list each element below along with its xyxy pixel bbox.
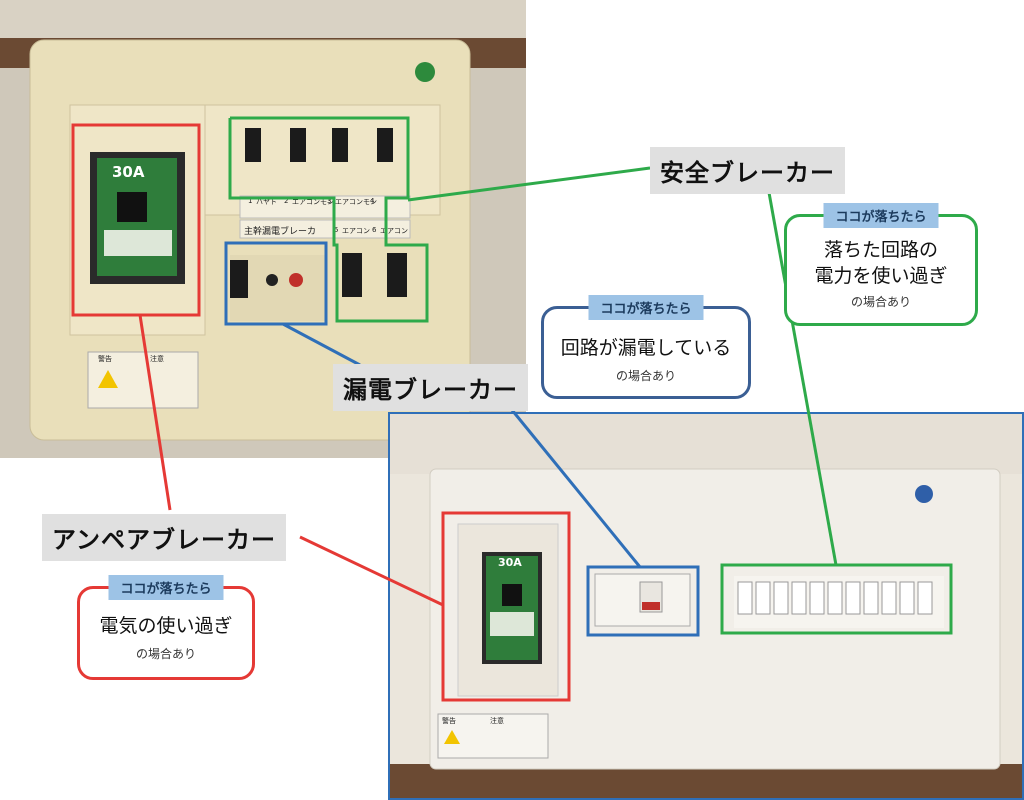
ampere-box-bottom: [441, 511, 571, 702]
circuit-num-2: 2: [284, 197, 289, 205]
safety-line-bottom: [766, 186, 838, 566]
ampere-box-top: [71, 123, 201, 317]
leakage-callout: ココが落ちたら 回路が漏電している の場合あり: [541, 295, 751, 399]
circuit-num-6: 6: [372, 226, 377, 234]
ampere-line-top: [138, 314, 172, 511]
leakage-callout-sub: の場合あり: [615, 369, 676, 383]
leakage-box-top: [224, 241, 328, 326]
circuit-name-1: ハヤト: [256, 198, 277, 206]
circuit-num-3: 3: [327, 197, 332, 205]
circuit-name-2: エアコンモン: [292, 198, 334, 206]
leakage-box-bottom: [586, 565, 700, 637]
circuit-name-6: エアコン: [380, 227, 408, 235]
safety-callout-tag: ココが落ちたら: [823, 203, 939, 228]
ampere-callout-line1: 電気の使い過ぎ: [99, 615, 233, 637]
panel-old-drawing: [0, 0, 526, 441]
safety-box-top: [228, 116, 429, 323]
caution-label-1: 注意: [150, 355, 164, 363]
leakage-callout-tag: ココが落ちたら: [588, 295, 704, 320]
panel-new-drawing: [390, 414, 1022, 798]
ampere-callout: ココが落ちたら 電気の使い過ぎ の場合あり: [77, 575, 255, 680]
circuit-name-5: エアコン: [342, 227, 370, 235]
ampere-rating-text: 30A: [112, 163, 145, 181]
circuit-num-1: 1: [248, 197, 253, 205]
warning-label-2: 警告: [442, 717, 456, 725]
ampere-line-bottom: [299, 535, 444, 607]
circuit-num-5: 5: [334, 226, 339, 234]
main-leakage-plate: 主幹漏電ブレーカ: [244, 227, 317, 237]
ampere-callout-tag: ココが落ちたら: [108, 575, 224, 600]
safety-box-bottom: [720, 563, 953, 635]
warning-label-1: 警告: [98, 355, 112, 363]
photo-panel-old: 30A 主幹漏電ブレーカ 警告 注意 1 ハヤト 2 エアコンモン 3 エアコン…: [0, 0, 526, 458]
photo-panel-new: 30A 警告 注意: [388, 412, 1024, 800]
ampere-rating-text-2: 30A: [498, 556, 522, 569]
leakage-line-top: [282, 322, 361, 367]
ampere-callout-sub: の場合あり: [135, 647, 196, 661]
leakage-line-bottom: [510, 409, 642, 568]
ampere-breaker-label: アンペアブレーカー: [42, 514, 287, 561]
safety-callout: ココが落ちたら 落ちた回路の 電力を使い過ぎ の場合あり: [784, 203, 978, 326]
safety-line-top: [407, 166, 651, 202]
safety-breaker-label: 安全ブレーカー: [650, 147, 845, 194]
safety-callout-sub: の場合あり: [850, 295, 911, 309]
circuit-num-4: 4: [370, 197, 375, 205]
safety-callout-line1: 落ちた回路の: [823, 239, 938, 261]
leakage-callout-line1: 回路が漏電している: [560, 337, 732, 359]
circuit-name-3: エアコンモン: [335, 198, 377, 206]
caution-label-2: 注意: [490, 717, 504, 725]
safety-callout-line2: 電力を使い過ぎ: [814, 265, 948, 287]
leakage-breaker-label: 漏電ブレーカー: [333, 364, 528, 411]
